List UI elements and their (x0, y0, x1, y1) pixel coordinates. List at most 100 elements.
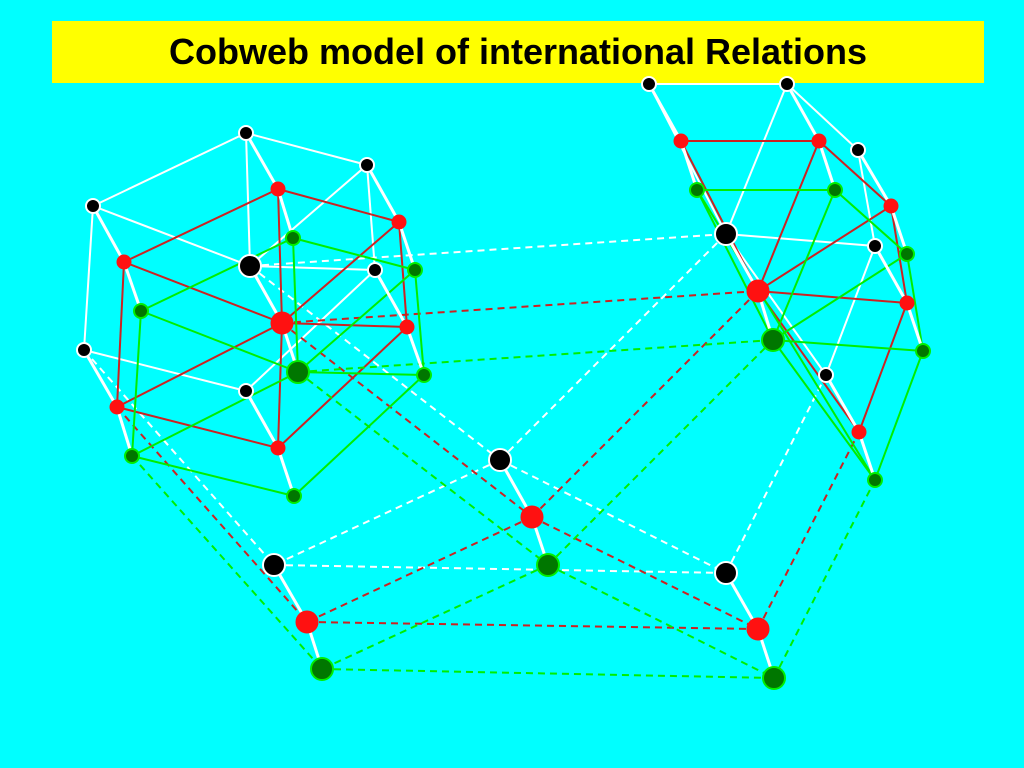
red-node (295, 610, 319, 634)
layer-link-edge (91, 205, 126, 263)
white-dashed-edge (499, 233, 727, 461)
red-edge (123, 261, 283, 324)
layer-link-edge (115, 406, 134, 457)
black-node (818, 367, 834, 383)
green-dashed-edge (297, 371, 549, 566)
red-node (270, 440, 286, 456)
green-edge (131, 371, 299, 457)
red-node (109, 399, 125, 415)
green-node (286, 488, 302, 504)
white-edge (245, 132, 368, 166)
red-node (270, 311, 294, 335)
white-edge (92, 205, 251, 267)
layer-link-edge (785, 83, 821, 142)
layer-link-edge (244, 390, 280, 449)
red-edge (277, 188, 400, 223)
green-network-edges (131, 189, 924, 679)
green-dashed-edge (773, 479, 876, 679)
layer-link-edge (405, 326, 426, 376)
black-node (238, 125, 254, 141)
layer-link-edge (679, 140, 699, 191)
layer-link-edge (276, 188, 295, 239)
green-node (407, 262, 423, 278)
black-node (641, 76, 657, 92)
layer-link-edge (889, 205, 909, 255)
white-edge (725, 233, 827, 376)
green-node (761, 328, 785, 352)
green-edge (906, 253, 924, 352)
green-node (867, 472, 883, 488)
red-edge (116, 261, 125, 408)
white-dashed-edge (499, 459, 727, 574)
black-node (238, 254, 262, 278)
red-edge (116, 406, 279, 449)
title-banner: Cobweb model of international Relations (52, 21, 984, 83)
white-edge (249, 265, 376, 271)
green-node (285, 230, 301, 246)
layer-link-edge (82, 349, 119, 408)
green-node (124, 448, 140, 464)
layer-link-edge (365, 164, 401, 223)
black-node (262, 553, 286, 577)
red-dashed-edge (281, 322, 533, 518)
white-edge (92, 132, 247, 207)
green-edge (772, 253, 908, 341)
red-edge (890, 205, 908, 304)
white-edge (366, 164, 376, 271)
green-edge (297, 371, 425, 376)
layer-link-edge (824, 374, 861, 433)
green-dashed-edge (131, 455, 323, 670)
white-dashed-edge (249, 265, 501, 461)
green-node (827, 182, 843, 198)
layer-link-edge (122, 261, 143, 312)
white-dashed-edge (273, 564, 727, 574)
red-edge (281, 221, 400, 324)
green-edge (131, 310, 142, 457)
white-dashed-edge (725, 374, 827, 574)
red-node (883, 198, 899, 214)
green-node (536, 553, 560, 577)
green-edge (292, 237, 416, 271)
white-network-edges (83, 83, 876, 574)
red-dashed-edge (306, 516, 533, 623)
green-edge (131, 455, 295, 497)
green-edge (292, 237, 299, 373)
white-edge (245, 132, 251, 267)
white-edge (786, 83, 859, 151)
black-node (76, 342, 92, 358)
green-edge (772, 339, 924, 352)
layer-link-edge (276, 447, 296, 497)
red-edge (277, 322, 283, 449)
layer-link-edge (397, 221, 417, 271)
layer-link-edge (647, 83, 683, 142)
red-edge (277, 326, 408, 449)
green-node (689, 182, 705, 198)
network-nodes (76, 76, 931, 690)
white-edge (725, 83, 788, 235)
white-edge (825, 245, 876, 376)
red-dashed-edge (531, 516, 759, 630)
white-edge (857, 149, 876, 247)
red-dashed-edge (306, 621, 759, 630)
black-node (85, 198, 101, 214)
red-edge (757, 140, 820, 292)
black-node (867, 238, 883, 254)
green-edge (834, 189, 908, 255)
layer-link-edge (817, 140, 837, 191)
green-edge (297, 269, 416, 373)
layer-link-edge (244, 132, 280, 190)
red-node (746, 279, 770, 303)
green-dashed-edge (547, 339, 774, 566)
white-dashed-edge (273, 459, 501, 566)
red-node (399, 319, 415, 335)
red-edge (757, 290, 908, 304)
green-edge (140, 237, 294, 312)
black-node (714, 561, 738, 585)
red-node (270, 181, 286, 197)
layer-link-edge (873, 245, 909, 304)
slide-title: Cobweb model of international Relations (168, 31, 868, 72)
layer-link-edge (373, 269, 409, 328)
red-edge (757, 290, 860, 433)
green-node (899, 246, 915, 262)
